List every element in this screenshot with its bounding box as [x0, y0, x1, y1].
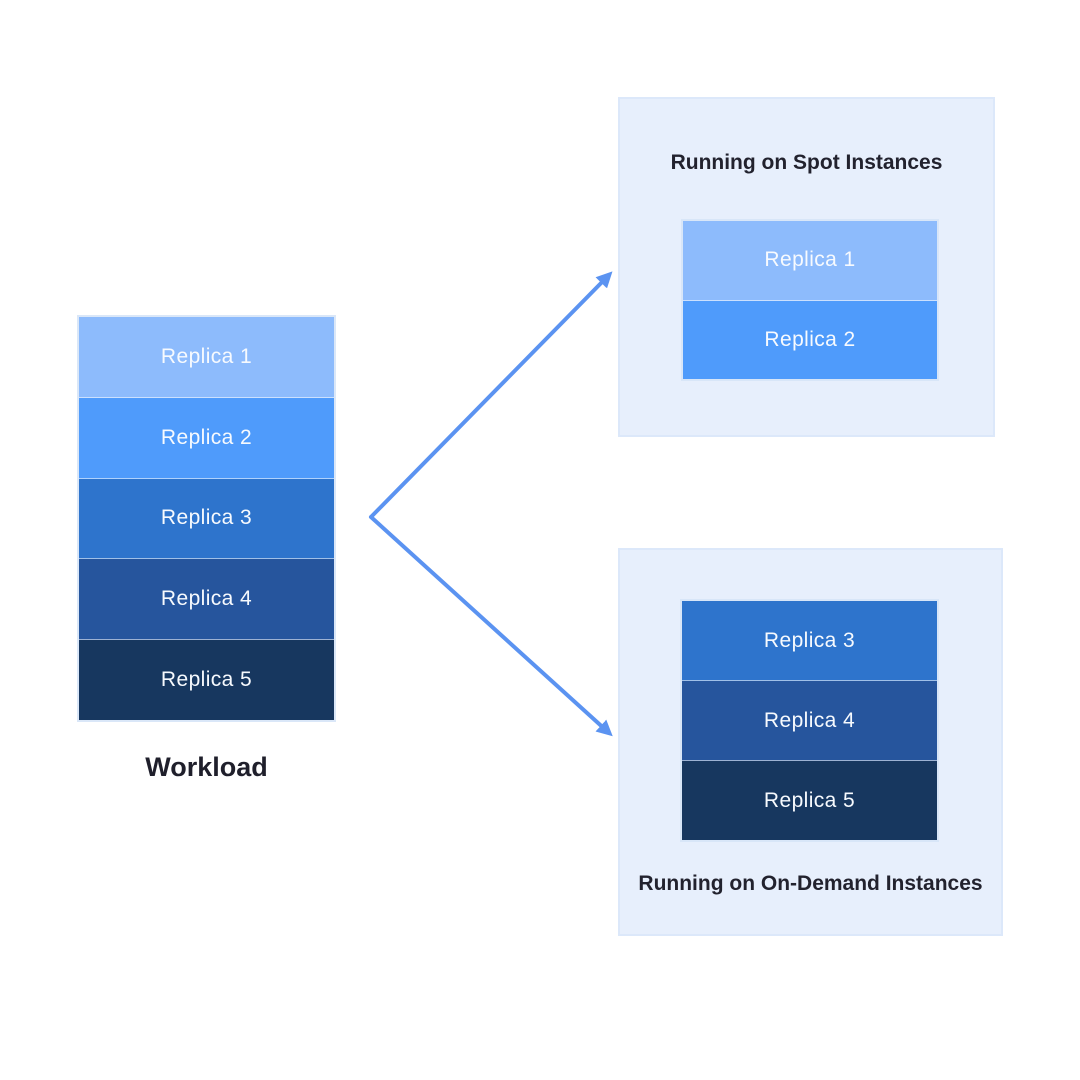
workload-replica-1-band: Replica 1	[79, 317, 334, 398]
spot-replica-1-band: Replica 1	[683, 221, 937, 301]
workload-label: Workload	[145, 752, 268, 782]
on-demand-replica-3-band: Replica 3	[682, 601, 937, 681]
on-demand-panel-title: Running on On-Demand Instances	[638, 872, 983, 895]
spot-replica-2-band: Replica 2	[683, 300, 937, 379]
on-demand-stack: Replica 3 Replica 4 Replica 5	[680, 599, 939, 842]
spot-stack: Replica 1 Replica 2	[681, 219, 939, 381]
workload-replica-5-band: Replica 5	[79, 640, 334, 720]
spot-instances-panel: Running on Spot Instances Replica 1 Repl…	[618, 97, 995, 437]
workload-replica-3-band: Replica 3	[79, 478, 334, 560]
workload-replica-2-band: Replica 2	[79, 397, 334, 479]
workload-replica-4-band: Replica 4	[79, 559, 334, 641]
workload-stack: Replica 1 Replica 2 Replica 3 Replica 4 …	[77, 315, 336, 722]
on-demand-replica-5-band: Replica 5	[682, 761, 937, 840]
arrow-to-on-demand	[369, 515, 613, 737]
on-demand-instances-panel: Replica 3 Replica 4 Replica 5 Running on…	[618, 548, 1003, 936]
arrow-to-spot	[369, 271, 613, 519]
spot-panel-title: Running on Spot Instances	[670, 151, 943, 174]
on-demand-replica-4-band: Replica 4	[682, 681, 937, 761]
